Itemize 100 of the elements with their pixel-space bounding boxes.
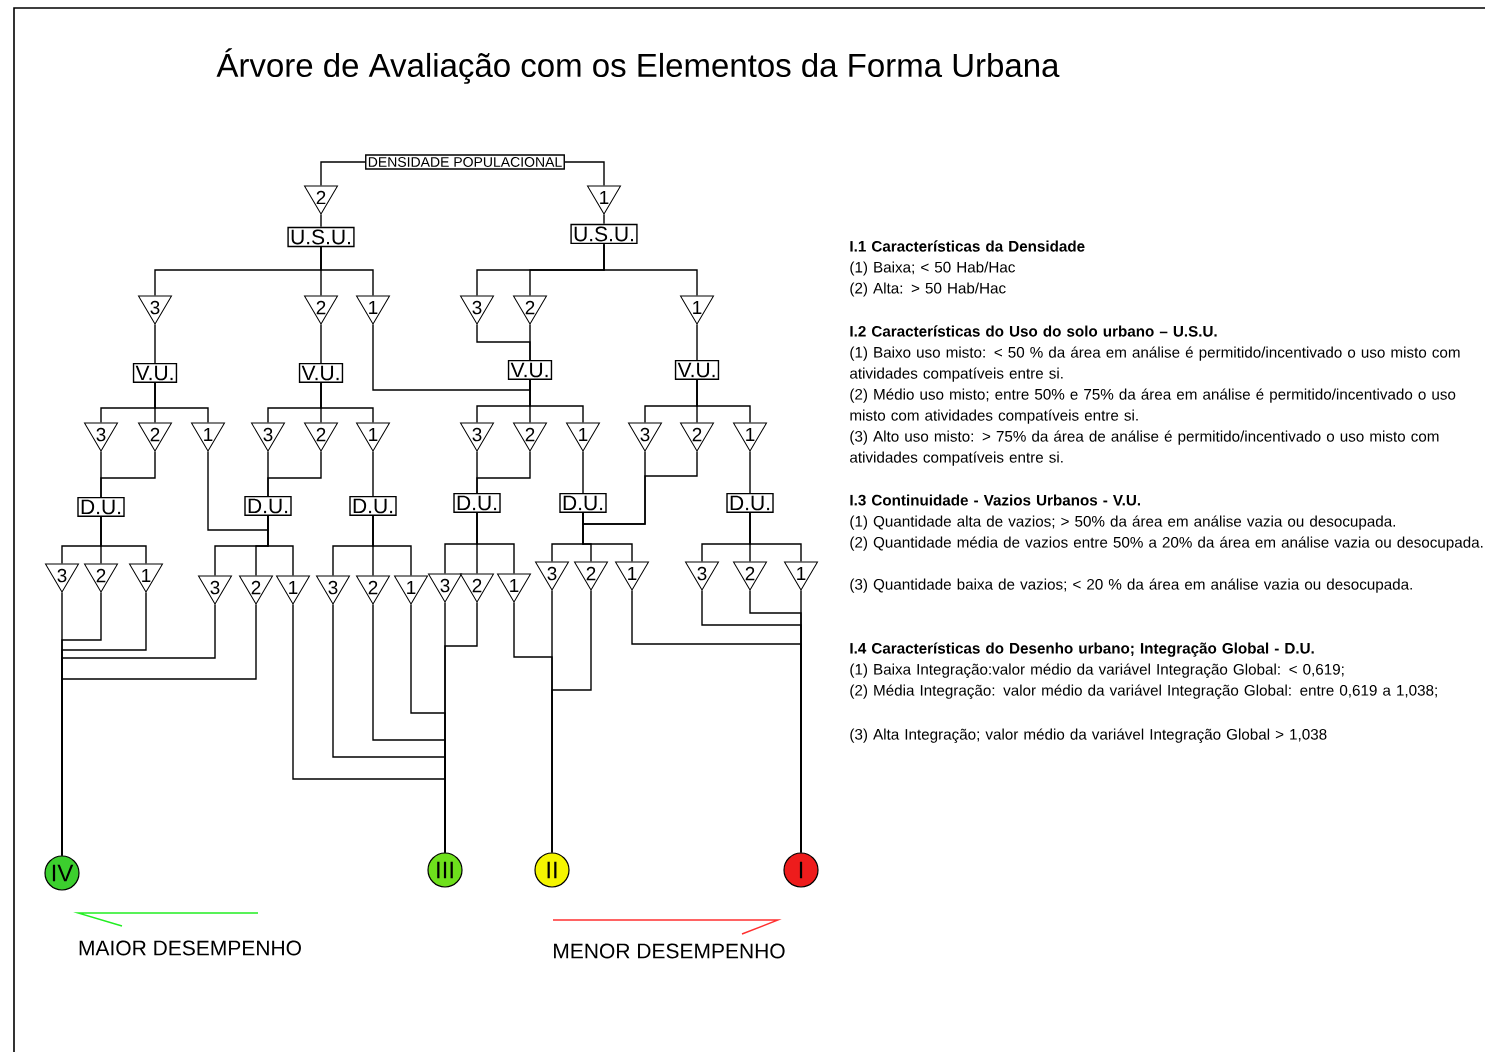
score-triangle: 1 bbox=[497, 573, 531, 603]
connector-line bbox=[320, 161, 366, 187]
score-triangle: 2 bbox=[513, 422, 547, 452]
section-heading: I.4 Características do Desenho urbano; Integração Global - D.U. bbox=[850, 642, 1314, 657]
connector-line bbox=[696, 323, 698, 361]
score-triangle: 1 bbox=[680, 295, 714, 325]
connector-line bbox=[800, 589, 802, 854]
diagram-title: Árvore de Avaliação com os Elementos da Forma Urbana bbox=[216, 48, 1060, 84]
score-triangle: 2 bbox=[574, 561, 608, 591]
criterion-box: V.U. bbox=[132, 362, 178, 383]
connector-line bbox=[749, 450, 751, 494]
score-triangle: 2 bbox=[84, 563, 118, 593]
criterion-box: U.S.U. bbox=[570, 223, 638, 245]
score-triangle: 3 bbox=[198, 575, 232, 605]
score-triangle: 3 bbox=[460, 422, 494, 452]
criterion-box: D.U. bbox=[77, 496, 125, 518]
criterion-box: D.U. bbox=[453, 492, 501, 514]
connector-line bbox=[444, 601, 478, 854]
score-triangle: 2 bbox=[304, 422, 338, 452]
criterion-box: D.U. bbox=[349, 495, 397, 517]
criterion-box: V.U. bbox=[298, 362, 344, 383]
connector-line bbox=[551, 589, 592, 854]
connector-line bbox=[529, 379, 584, 424]
score-triangle: 3 bbox=[428, 573, 462, 603]
score-triangle: 3 bbox=[316, 575, 350, 605]
description-text: (2) Quantidade média de vazios entre 50% a 20% da área em análise vazia ou desocupada. bbox=[850, 536, 1483, 551]
score-triangle: 1 bbox=[733, 422, 767, 452]
score-triangle: 1 bbox=[191, 422, 225, 452]
connector-line bbox=[100, 450, 156, 498]
description-text: (3) Alta Integração; valor médio da variável Integração Global > 1,038 bbox=[850, 728, 1327, 743]
connector-line bbox=[207, 450, 269, 531]
connector-line bbox=[476, 512, 515, 575]
score-triangle: 2 bbox=[138, 422, 172, 452]
description-text: (2) Alta: > 50 Hab/Hac bbox=[850, 282, 1006, 297]
description-text: (1) Quantidade alta de vazios; > 50% da área em análise vazia ou desocupada. bbox=[850, 515, 1395, 530]
score-triangle: 1 bbox=[566, 422, 600, 452]
connector-line bbox=[100, 516, 147, 565]
criterion-box: V.U. bbox=[507, 359, 553, 380]
score-triangle: 2 bbox=[304, 295, 338, 325]
connector-line bbox=[320, 213, 322, 228]
score-triangle: 3 bbox=[628, 422, 662, 452]
score-triangle: 2 bbox=[356, 575, 390, 605]
connector-line bbox=[749, 512, 802, 563]
score-triangle: 1 bbox=[784, 561, 818, 591]
description-text: (3) Alto uso misto: > 75% da área de análise é permitido/incentivado o uso misto com atividades compatíveis entre si. bbox=[850, 430, 1439, 466]
score-triangle: 2 bbox=[733, 561, 767, 591]
connector-line bbox=[529, 323, 531, 361]
section-heading: I.1 Características da Densidade bbox=[850, 240, 1085, 252]
connector-line bbox=[564, 161, 605, 187]
score-triangle: 3 bbox=[460, 295, 494, 325]
section-heading: I.2 Características do Uso do solo urbano – U.S.U. bbox=[850, 325, 1217, 337]
score-triangle: 2 bbox=[680, 422, 714, 452]
connector-line bbox=[372, 450, 374, 497]
connector-line bbox=[372, 515, 412, 577]
score-triangle: 3 bbox=[685, 561, 719, 591]
connector-line bbox=[61, 603, 257, 857]
connector-line bbox=[320, 246, 374, 297]
score-triangle: 1 bbox=[276, 575, 310, 605]
score-triangle: 1 bbox=[615, 561, 649, 591]
description-text: (2) Médio uso misto; entre 50% e 75% da área em análise é permitido/incentivado o uso misto com atividades compatíveis entre si. bbox=[850, 388, 1456, 424]
score-triangle: 2 bbox=[460, 573, 494, 603]
connector-line bbox=[603, 243, 698, 297]
connector-line bbox=[696, 379, 751, 424]
connector-line bbox=[267, 515, 294, 577]
score-triangle: 3 bbox=[45, 563, 79, 593]
connector-line bbox=[320, 382, 374, 424]
performance-label: MAIOR DESEMPENHO bbox=[79, 940, 301, 956]
connector-line bbox=[267, 450, 322, 497]
connector-line bbox=[582, 450, 584, 494]
score-triangle: 3 bbox=[535, 561, 569, 591]
connector-line bbox=[154, 382, 209, 424]
description-text: (1) Baixo uso misto: < 50 % da área em análise é permitido/incentivado o uso misto com atividades compatíveis entre si. bbox=[850, 346, 1460, 382]
score-triangle: 3 bbox=[251, 422, 285, 452]
score-triangle: 3 bbox=[138, 295, 172, 325]
connector-line bbox=[372, 323, 531, 391]
score-triangle: 1 bbox=[129, 563, 163, 593]
score-triangle: 1 bbox=[356, 422, 390, 452]
score-triangle: 2 bbox=[304, 185, 338, 215]
connector-line bbox=[320, 323, 322, 364]
score-triangle: 2 bbox=[239, 575, 273, 605]
connector-line bbox=[476, 450, 531, 494]
connector-line bbox=[582, 512, 633, 563]
criterion-box: D.U. bbox=[244, 495, 292, 517]
performance-label: MENOR DESEMPENHO bbox=[554, 943, 785, 959]
criterion-box: U.S.U. bbox=[287, 226, 355, 248]
connector-line bbox=[154, 323, 156, 364]
score-triangle: 3 bbox=[84, 422, 118, 452]
score-triangle: 1 bbox=[587, 185, 621, 215]
score-triangle: 1 bbox=[394, 575, 428, 605]
criterion-box: D.U. bbox=[726, 492, 774, 514]
score-triangle: 2 bbox=[513, 295, 547, 325]
description-text: (1) Baixa Integração:valor médio da variável Integração Global: < 0,619; bbox=[850, 663, 1344, 678]
connector-line bbox=[603, 213, 605, 225]
criterion-box: DENSIDADE POPULACIONAL bbox=[365, 154, 565, 170]
criterion-box: V.U. bbox=[674, 359, 720, 380]
connector-line bbox=[582, 450, 698, 525]
section-heading: I.3 Continuidade - Vazios Urbanos - V.U. bbox=[850, 494, 1140, 506]
description-text: (2) Média Integração: valor médio da variável Integração Global: entre 0,619 a 1,038; bbox=[850, 684, 1437, 699]
criterion-box: D.U. bbox=[559, 492, 607, 514]
description-text: (1) Baixa; < 50 Hab/Hac bbox=[850, 261, 1015, 276]
